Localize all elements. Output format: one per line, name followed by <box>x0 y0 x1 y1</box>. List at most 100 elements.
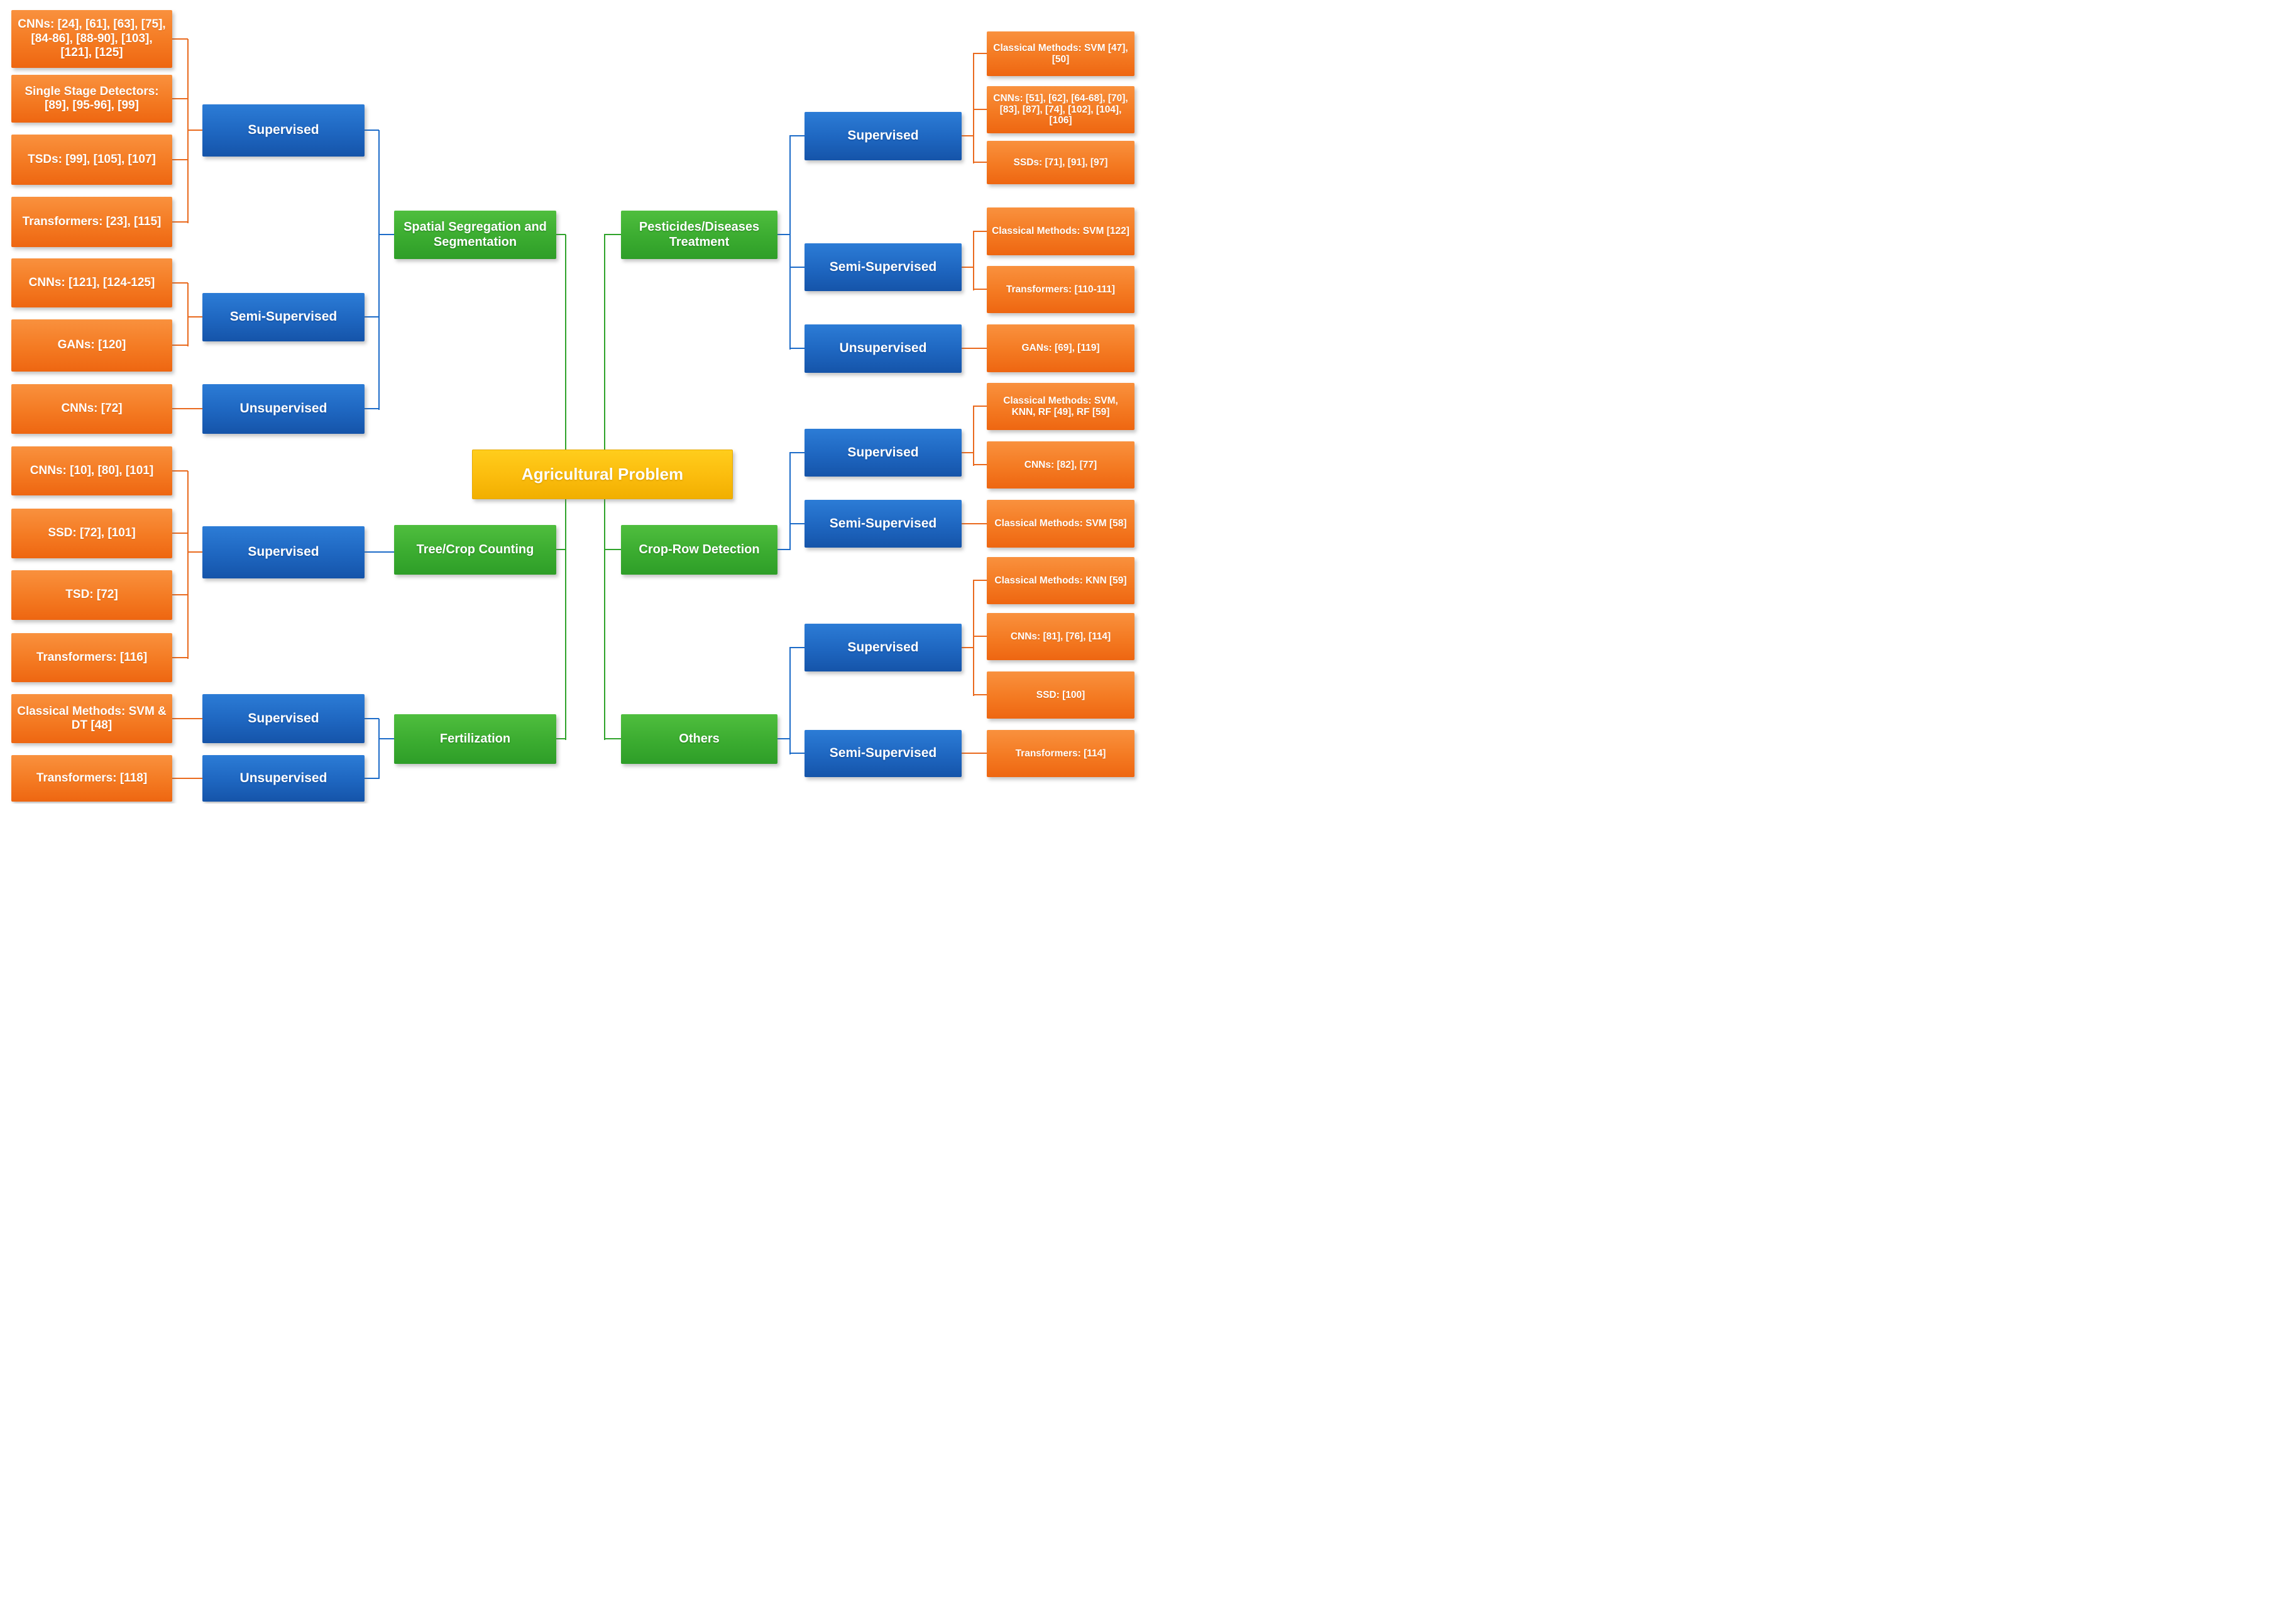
connector-line <box>777 738 790 739</box>
method-box: CNNs: [81], [76], [114] <box>987 613 1134 660</box>
method-box: TSDs: [99], [105], [107] <box>11 135 172 185</box>
connector-line <box>172 718 202 719</box>
connector-line <box>604 738 621 739</box>
connector-line <box>789 453 791 550</box>
method-box: Transformers: [114] <box>987 730 1134 777</box>
connector-line <box>789 348 805 349</box>
paradigm-box: Supervised <box>202 104 365 157</box>
paradigm-box: Unsupervised <box>202 755 365 802</box>
connector-line <box>187 283 189 346</box>
method-box: Single Stage Detectors: [89], [95-96], [… <box>11 75 172 123</box>
problem-box: Crop-Row Detection <box>621 525 777 575</box>
connector-line <box>973 53 974 163</box>
connector-line <box>378 738 394 739</box>
connector-line <box>973 109 987 110</box>
connector-line <box>365 551 394 553</box>
connector-line <box>378 130 380 410</box>
method-box: CNNs: [121], [124-125] <box>11 258 172 307</box>
connector-line <box>973 231 987 232</box>
connector-line <box>962 267 974 268</box>
method-box: SSDs: [71], [91], [97] <box>987 141 1134 184</box>
method-box: TSD: [72] <box>11 570 172 620</box>
connector-line <box>973 406 987 407</box>
method-box: Classical Methods: KNN [59] <box>987 557 1134 604</box>
method-box: Transformers: [118] <box>11 755 172 802</box>
connector-line <box>172 159 188 160</box>
paradigm-box: Supervised <box>805 112 962 160</box>
connector-line <box>378 234 394 235</box>
connector-line <box>172 345 188 346</box>
connector-line <box>789 135 805 136</box>
connector-line <box>789 753 805 754</box>
connector-line <box>962 452 974 453</box>
method-box: CNNs: [82], [77] <box>987 441 1134 489</box>
connector-line <box>789 452 805 453</box>
connector-line <box>973 162 987 163</box>
method-box: CNNs: [72] <box>11 384 172 434</box>
method-box: CNNs: [10], [80], [101] <box>11 446 172 495</box>
connector-line <box>187 471 189 659</box>
paradigm-box: Supervised <box>202 694 365 743</box>
connector-line <box>365 778 379 779</box>
connector-line <box>789 523 805 524</box>
connector-line <box>962 647 974 648</box>
connector-line <box>172 38 188 40</box>
paradigm-box: Unsupervised <box>805 324 962 373</box>
connector-line <box>973 231 974 290</box>
connector-line <box>973 580 974 696</box>
connector-line <box>973 464 987 465</box>
connector-line <box>789 267 805 268</box>
root-box: Agricultural Problem <box>472 450 733 499</box>
connector-line <box>973 580 987 581</box>
connector-line <box>604 234 621 235</box>
connector-line <box>777 234 790 235</box>
method-box: Transformers: [116] <box>11 633 172 682</box>
connector-line <box>172 282 188 284</box>
connector-line <box>365 316 379 318</box>
connector-line <box>172 470 188 472</box>
connector-line <box>789 648 791 754</box>
problem-box: Spatial Segregation and Segmentation <box>394 211 556 259</box>
connector-line <box>187 316 202 318</box>
connector-line <box>556 234 566 235</box>
connector-line <box>962 348 987 349</box>
connector-line <box>172 221 188 223</box>
connector-line <box>187 39 189 223</box>
method-box: Transformers: [23], [115] <box>11 197 172 247</box>
connector-line <box>556 549 566 550</box>
connector-line <box>973 694 987 695</box>
paradigm-box: Unsupervised <box>202 384 365 434</box>
paradigm-box: Supervised <box>805 624 962 671</box>
connector-line <box>172 594 188 595</box>
paradigm-box: Semi-Supervised <box>805 243 962 291</box>
method-box: Classical Methods: SVM [122] <box>987 207 1134 255</box>
paradigm-box: Semi-Supervised <box>202 293 365 341</box>
problem-box: Fertilization <box>394 714 556 764</box>
paradigm-box: Semi-Supervised <box>805 500 962 548</box>
connector-line <box>962 135 974 136</box>
connector-line <box>604 549 621 550</box>
connector-line <box>172 98 188 99</box>
connector-line <box>365 130 379 131</box>
problem-box: Tree/Crop Counting <box>394 525 556 575</box>
method-box: SSD: [100] <box>987 671 1134 719</box>
connector-line <box>172 408 202 409</box>
method-box: Classical Methods: SVM [47], [50] <box>987 31 1134 76</box>
connector-line <box>789 647 805 648</box>
connector-line <box>973 636 987 637</box>
connector-line <box>172 657 188 658</box>
connector-line <box>789 136 791 350</box>
connector-line <box>172 533 188 534</box>
method-box: Classical Methods: SVM, KNN, RF [49], RF… <box>987 383 1134 430</box>
method-box: GANs: [69], [119] <box>987 324 1134 372</box>
method-box: CNNs: [51], [62], [64-68], [70], [83], [… <box>987 86 1134 133</box>
method-box: SSD: [72], [101] <box>11 509 172 558</box>
connector-line <box>962 753 987 754</box>
connector-line <box>172 778 202 779</box>
method-box: Transformers: [110-111] <box>987 266 1134 313</box>
diagram-canvas: CNNs: [24], [61], [63], [75], [84-86], [… <box>0 0 1148 804</box>
connector-line <box>777 549 790 550</box>
connector-line <box>962 523 987 524</box>
problem-box: Pesticides/Diseases Treatment <box>621 211 777 259</box>
connector-line <box>556 738 566 739</box>
